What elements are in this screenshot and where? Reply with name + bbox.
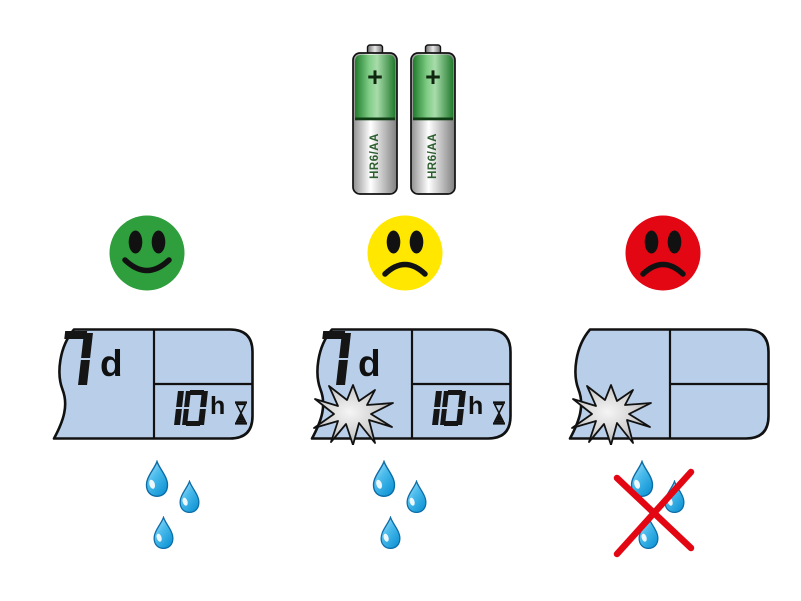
- sad-mouth: [640, 261, 686, 277]
- water-drop-icon: [145, 460, 169, 497]
- watering-drops: [370, 460, 432, 552]
- watering-drops: [143, 460, 205, 552]
- days-unit-label: d: [100, 343, 123, 384]
- happy-face-icon: [109, 215, 185, 291]
- hourglass-sand: [495, 414, 503, 421]
- cancel-cross-icon: [613, 468, 695, 558]
- state-column-batteries-empty: [556, 213, 770, 585]
- right-eye: [409, 230, 424, 254]
- water-drop-icon: [153, 516, 174, 550]
- hours-value-digits: [160, 390, 208, 426]
- water-drop-icon: [372, 460, 396, 497]
- left-eye: [644, 230, 659, 254]
- state-column-batteries-low: d h: [298, 213, 512, 585]
- battery-type-label: HR6/AA: [369, 133, 381, 179]
- face-circle: [367, 215, 443, 291]
- battery-icon: + HR6/AA: [352, 44, 398, 195]
- watering-drops: [613, 460, 695, 558]
- left-eye: [386, 230, 401, 254]
- right-eye: [667, 230, 682, 254]
- face-circle: [625, 215, 701, 291]
- left-eye: [128, 230, 143, 254]
- battery-icon: [410, 44, 456, 195]
- lcd-display: d h: [298, 328, 512, 445]
- days-unit-label: d: [358, 343, 381, 384]
- hours-unit-label: h: [210, 392, 226, 420]
- state-column-batteries-ok: d h: [40, 213, 254, 585]
- right-eye: [151, 230, 166, 254]
- sad-mouth: [382, 261, 428, 277]
- lcd-display: [556, 328, 770, 445]
- water-drop-icon: [406, 480, 427, 514]
- battery-plus-label: +: [367, 62, 383, 92]
- battery-pair-icon: + HR6/AA: [352, 44, 456, 195]
- water-drop-icon: [630, 460, 654, 497]
- lcd-display: d h: [40, 328, 254, 440]
- hourglass-icon: [235, 401, 247, 425]
- days-value-digits: [314, 331, 351, 387]
- low-battery-burst-icon: [313, 384, 394, 445]
- hours-unit-label: h: [468, 392, 484, 420]
- water-drop-icon: [380, 516, 401, 550]
- low-battery-burst-icon: [571, 384, 652, 445]
- smile-mouth: [122, 257, 172, 274]
- days-value-digits: [56, 331, 93, 387]
- hours-value-digits: [418, 390, 466, 426]
- hourglass-icon: [493, 401, 505, 425]
- face-circle: [109, 215, 185, 291]
- battery-band: [355, 117, 395, 121]
- water-drop-icon: [179, 480, 200, 514]
- battery-green-top: [355, 54, 395, 119]
- hourglass-sand: [237, 414, 245, 421]
- sad-face-icon: [367, 215, 443, 291]
- sad-face-icon: [625, 215, 701, 291]
